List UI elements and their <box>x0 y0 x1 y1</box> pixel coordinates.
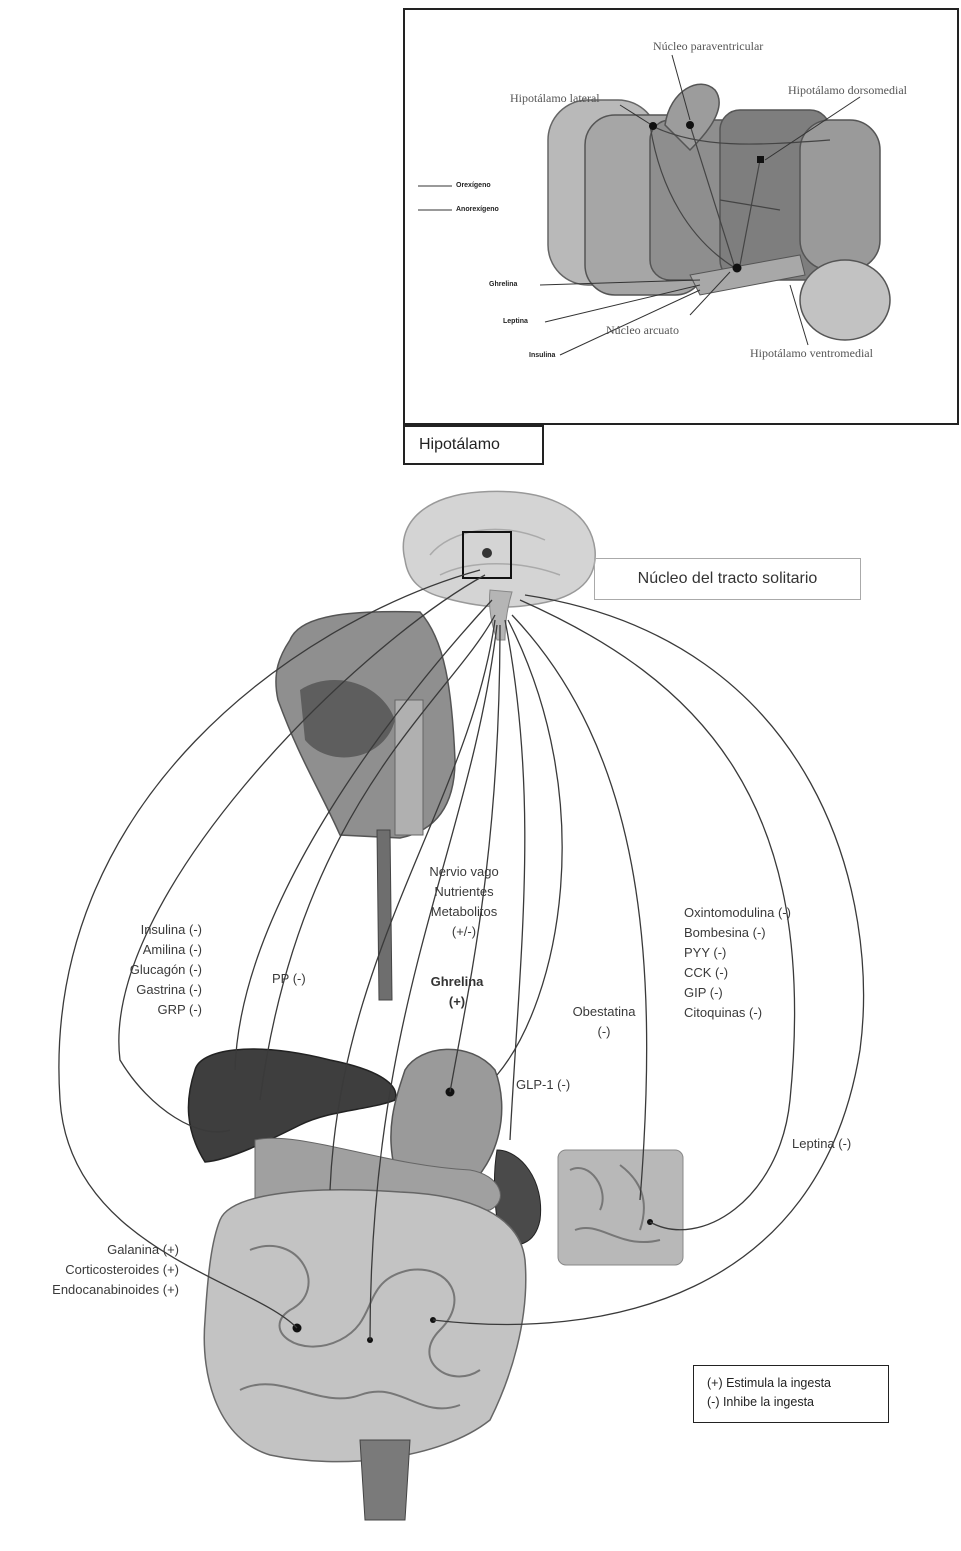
legend-box: (+) Estimula la ingesta (-) Inhibe la in… <box>693 1365 889 1423</box>
legend-inhibits: (-) Inhibe la ingesta <box>707 1393 888 1412</box>
label-hipotalamo-ventromedial: Hipotálamo ventromedial <box>750 343 873 363</box>
pancreatic-hormones-list: Insulina (-) Amilina (-) Glucagón (-) Ga… <box>80 920 202 1020</box>
obestatina-sign: (-) <box>556 1022 652 1042</box>
obestatina-label-group: Obestatina (-) <box>556 1002 652 1042</box>
label-inset-ghrelina: Ghrelina <box>489 275 517 295</box>
hormone-label: Oxintomodulina (-) <box>684 903 791 923</box>
label-nucleo-paraventricular: Núcleo paraventricular <box>653 36 763 56</box>
label-hipotalamo-lateral: Hipotálamo lateral <box>510 88 600 108</box>
intestinal-hormones-list: Oxintomodulina (-) Bombesina (-) PYY (-)… <box>684 903 791 1023</box>
hipotalamo-title-box: Hipotálamo <box>403 425 544 465</box>
label-anorexigeno: Anorexígeno <box>456 200 499 220</box>
brain-drawing <box>403 491 595 640</box>
hormone-label: Galanina (+) <box>0 1240 179 1260</box>
ghrelina-label-group: Ghrelina (+) <box>410 972 504 1012</box>
label-leptina: Leptina (-) <box>792 1134 851 1154</box>
label-glp1: GLP-1 (-) <box>516 1075 570 1095</box>
hormone-label: Corticosteroides (+) <box>0 1260 179 1280</box>
hormone-label: Endocanabinoides (+) <box>0 1280 179 1300</box>
vago-label: Metabolitos <box>408 902 520 922</box>
vago-label: (+/-) <box>408 922 520 942</box>
label-inset-leptina: Leptina <box>503 312 528 332</box>
vagus-nerve-label-group: Nervio vago Nutrientes Metabolitos (+/-) <box>408 862 520 942</box>
ghrelina-label: Ghrelina <box>410 972 504 992</box>
hormone-label: GRP (-) <box>80 1000 202 1020</box>
label-inset-insulina: Insulina <box>529 346 555 366</box>
hormone-label: Bombesina (-) <box>684 923 791 943</box>
hormone-label: GIP (-) <box>684 983 791 1003</box>
label-hipotalamo-dorsomedial: Hipotálamo dorsomedial <box>788 80 907 100</box>
hormone-label: Gastrina (-) <box>80 980 202 1000</box>
hormone-label: PYY (-) <box>684 943 791 963</box>
hormone-label: Amilina (-) <box>80 940 202 960</box>
label-nucleo-arcuato: Núcleo arcuato <box>606 320 679 340</box>
hormone-label: Insulina (-) <box>80 920 202 940</box>
ghrelina-sign: (+) <box>410 992 504 1012</box>
vago-label: Nervio vago <box>408 862 520 882</box>
obestatina-label: Obestatina <box>556 1002 652 1022</box>
label-orexigeno: Orexígeno <box>456 176 491 196</box>
hormone-label: Citoquinas (-) <box>684 1003 791 1023</box>
vago-label: Nutrientes <box>408 882 520 902</box>
label-pp: PP (-) <box>272 969 306 989</box>
hormone-label: CCK (-) <box>684 963 791 983</box>
stimulators-list: Galanina (+) Corticosteroides (+) Endoca… <box>0 1240 179 1300</box>
nucleo-tracto-solitario-box: Núcleo del tracto solitario <box>594 558 861 600</box>
digestive-organs-drawing <box>188 1049 683 1520</box>
legend-stimulates: (+) Estimula la ingesta <box>707 1374 888 1393</box>
hormone-label: Glucagón (-) <box>80 960 202 980</box>
